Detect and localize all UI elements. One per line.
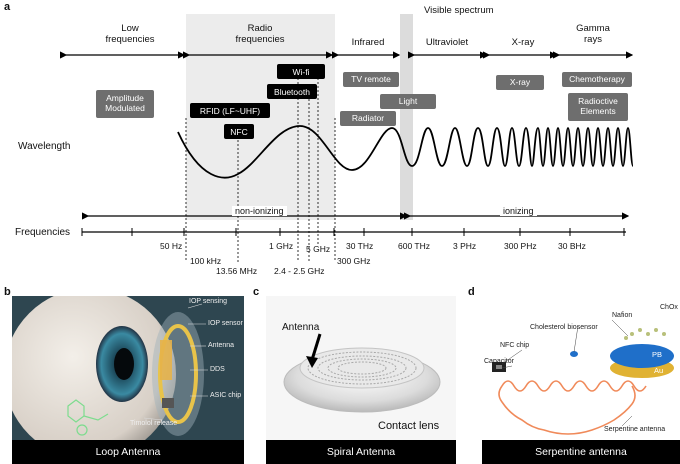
iop-sensor-label: IOP sensor xyxy=(208,320,243,327)
serpentine-antenna-panel: ChOx Nafion Cholesterol biosensor NFC ch… xyxy=(482,296,680,464)
serpentine-antenna-label: Serpentine antenna xyxy=(604,426,666,433)
antenna-label: Antenna xyxy=(208,342,235,349)
tick-600thz: 600 THz xyxy=(398,241,430,251)
xray-box: X-ray xyxy=(496,75,544,90)
frequencies-label: Frequencies xyxy=(15,227,71,238)
tick-300phz: 300 PHz xyxy=(504,241,537,251)
cholesterol-biosensor-label: Cholesterol biosensor xyxy=(530,324,598,331)
tick-2-4ghz: 2.4 - 2.5 GHz xyxy=(274,266,325,276)
timolol-release-label: Timolol release xyxy=(130,420,178,427)
panel-a-letter: a xyxy=(4,1,11,13)
spiral-antenna-illustration xyxy=(283,333,441,413)
asic-chip-label: ASIC chip xyxy=(210,392,242,399)
tick-1ghz: 1 GHz xyxy=(269,241,294,251)
loop-antenna-caption: Loop Antenna xyxy=(12,440,244,464)
serpentine-trace xyxy=(498,380,647,435)
serpentine-antenna-illustration xyxy=(492,319,674,435)
panel-d-letter: d xyxy=(468,286,475,298)
tick-50hz: 50 Hz xyxy=(160,241,183,251)
tick-5ghz: 5 GHz xyxy=(306,244,331,254)
nfc-box: NFC xyxy=(224,124,254,139)
tick-30thz: 30 THz xyxy=(346,241,374,251)
spiral-antenna-caption: Spiral Antenna xyxy=(266,440,456,464)
panel-c-letter: c xyxy=(253,286,260,298)
spectrum-diagram-svg xyxy=(60,51,634,262)
chox-label: ChOx xyxy=(660,304,678,311)
tick-300ghz: 300 GHz xyxy=(337,256,371,266)
ionizing-label: ionizing xyxy=(500,206,537,216)
band-infrared: Infrared xyxy=(351,37,385,48)
band-gamma-rays: Gamma rays xyxy=(576,23,610,45)
tick-3phz: 3 PHz xyxy=(453,241,477,251)
loop-antenna-illustration xyxy=(12,296,208,460)
band-ultraviolet: Ultraviolet xyxy=(425,37,469,48)
spiral-antenna-panel: Antenna Contact lens Spiral Antenna xyxy=(266,296,456,464)
panel-b-letter: b xyxy=(4,286,11,298)
band-radio-frequencies: Radio frequencies xyxy=(235,23,285,45)
contact-lens-label: Contact lens xyxy=(378,420,440,432)
loop-antenna-panel: IOP sensing IOP sensor Antenna DDS ASIC … xyxy=(12,296,244,464)
visible-spectrum-label: Visible spectrum xyxy=(424,5,494,16)
capacitor-label: Capacitor xyxy=(484,358,514,365)
light-box: Light xyxy=(380,94,436,109)
non-ionizing-label: non-ionizing xyxy=(232,206,287,216)
antenna-label-c: Antenna xyxy=(282,322,320,333)
wifi-box: Wi-fi xyxy=(277,64,325,79)
amplitude-modulated-box: Amplitude Modulated xyxy=(96,90,154,118)
wavelength-label: Wavelength xyxy=(18,141,71,152)
au-label: Au xyxy=(654,366,664,375)
radioactive-elements-box: Radioctive Elements xyxy=(568,93,628,121)
dds-label: DDS xyxy=(210,366,225,373)
radiator-box: Radiator xyxy=(340,111,396,126)
band-low-frequencies: Low frequencies xyxy=(105,23,155,45)
rfid-box: RFID (LF~UHF) xyxy=(190,103,270,118)
tv-remote-box: TV remote xyxy=(343,72,399,87)
iop-sensing-label: IOP sensing xyxy=(189,298,228,305)
bluetooth-box: Bluetooth xyxy=(267,84,317,99)
nafion-label: Nafion xyxy=(612,312,633,319)
tick-100khz: 100 kHz xyxy=(190,256,222,266)
nfc-chip-label: NFC chip xyxy=(500,342,530,349)
chemotherapy-box: Chemotherapy xyxy=(562,72,632,87)
pb-label: PB xyxy=(652,350,663,359)
wavelength-wave xyxy=(177,125,634,179)
serpentine-antenna-caption: Serpentine antenna xyxy=(482,440,680,464)
band-xray: X-ray xyxy=(511,37,535,48)
visible-band-shade xyxy=(400,14,413,220)
tick-13-56mhz: 13.56 MHz xyxy=(216,266,258,276)
tick-30bhz: 30 BHz xyxy=(558,241,586,251)
